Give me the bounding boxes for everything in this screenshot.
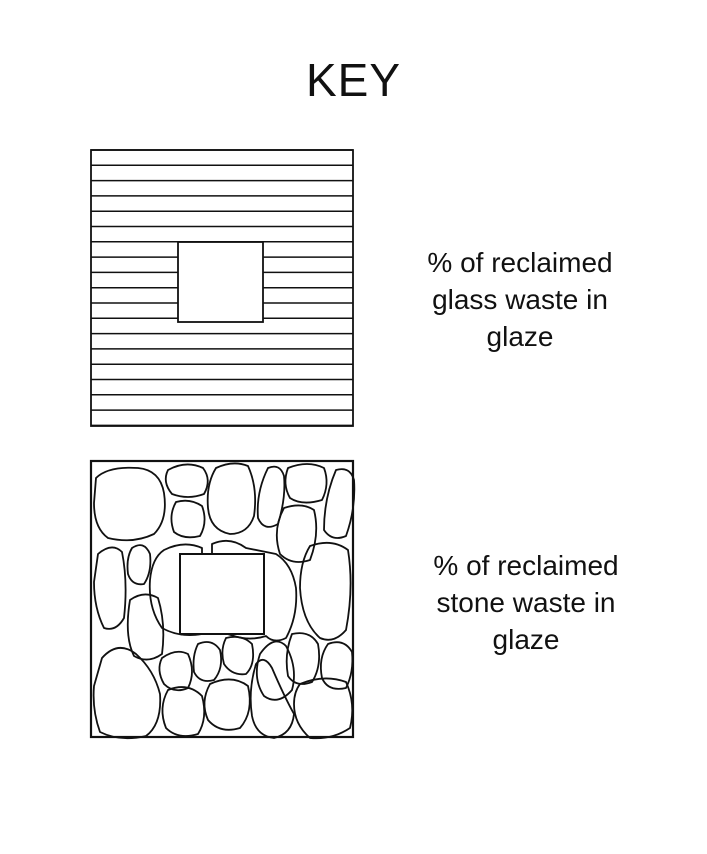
label-line: glass waste in [432, 284, 608, 315]
label-line: stone waste in [436, 587, 616, 618]
stone-pattern-hatch-icon [89, 459, 356, 740]
label-line: glaze [486, 321, 554, 352]
horizontal-lines-hatch-icon [90, 149, 354, 427]
glass-waste-label: % of reclaimed glass waste in glaze [400, 244, 640, 355]
stone-waste-label: % of reclaimed stone waste in glaze [406, 547, 646, 658]
label-line: glaze [492, 624, 560, 655]
label-line: % of reclaimed [433, 550, 619, 581]
key-title: KEY [305, 54, 402, 106]
label-line: % of reclaimed [427, 247, 613, 278]
